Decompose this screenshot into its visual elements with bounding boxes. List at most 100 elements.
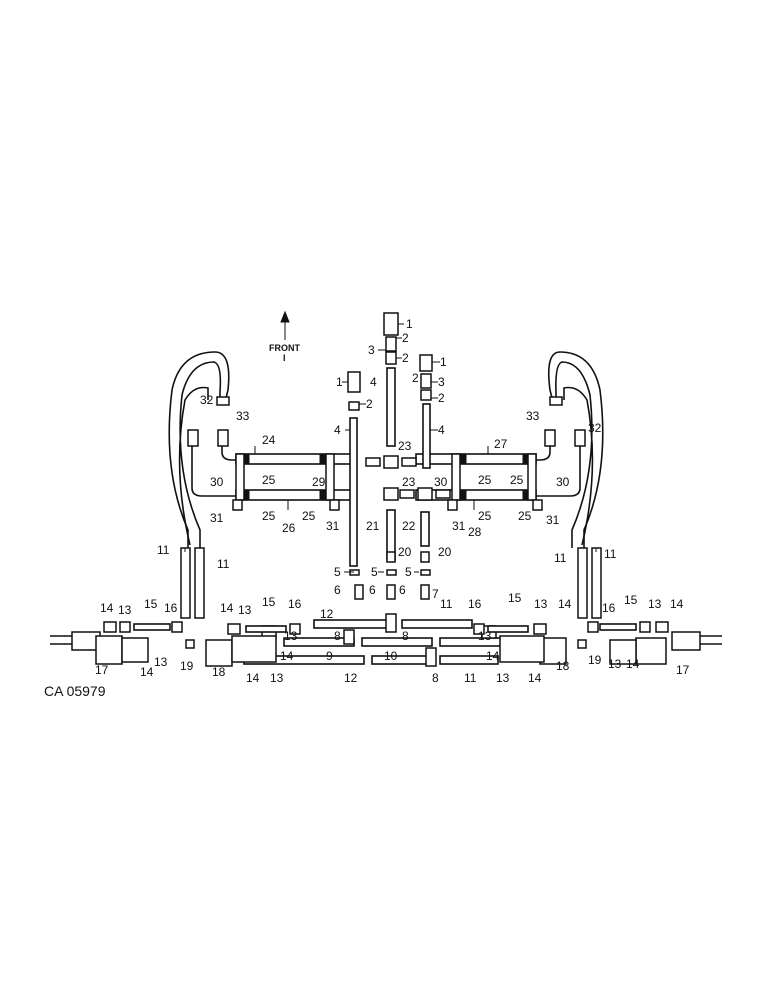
callout-2: 2 [438,391,445,405]
callout-1: 1 [336,375,343,389]
callout-27: 27 [494,437,508,451]
callout-31: 31 [326,519,340,533]
callout-13: 13 [534,597,548,611]
callout-5: 5 [405,565,412,579]
callout-9: 9 [326,649,333,663]
callout-17: 17 [676,663,690,677]
callout-6: 6 [334,583,341,597]
callout-15: 15 [144,597,158,611]
callout-20: 20 [438,545,452,559]
callout-32: 32 [588,421,602,435]
callout-11: 11 [440,597,453,611]
callout-13: 13 [608,657,622,671]
callout-14: 14 [246,671,260,685]
callout-13: 13 [478,629,492,643]
callout-1: 1 [406,317,413,331]
callout-24: 24 [262,433,276,447]
callout-31: 31 [452,519,466,533]
callout-5: 5 [371,565,378,579]
callout-2: 2 [402,351,409,365]
left-hose-assembly [168,351,230,619]
callout-16: 16 [288,597,302,611]
callout-13: 13 [284,629,298,643]
callout-19: 19 [588,653,602,667]
callout-13: 13 [118,603,132,617]
callout-15: 15 [624,593,638,607]
callout-17: 17 [95,663,109,677]
callout-14: 14 [140,665,154,679]
callout-23: 23 [398,439,412,453]
callout-29: 29 [312,475,326,489]
callout-3: 3 [438,375,445,389]
callout-11: 11 [464,671,477,685]
callout-20: 20 [398,545,412,559]
callout-18: 18 [556,659,570,673]
callout-25: 25 [510,473,524,487]
callout-13: 13 [496,671,510,685]
callout-14: 14 [528,671,542,685]
callout-16: 16 [602,601,616,615]
callout-23: 23 [402,475,416,489]
figure-code: CA 05979 [44,683,106,699]
callout-16: 16 [164,601,178,615]
callout-12: 12 [320,607,334,621]
callout-14: 14 [220,601,234,615]
callout-11: 11 [604,547,617,561]
callout-2: 2 [366,397,373,411]
callout-3: 3 [368,343,375,357]
callout-33: 33 [236,409,250,423]
callout-30: 30 [434,475,448,489]
left-cylinder-group [50,621,301,667]
callout-14: 14 [486,649,500,663]
callout-28: 28 [468,525,482,539]
front-indicator: FRONT I [269,310,300,363]
callout-25: 25 [302,509,316,523]
callout-11: 11 [554,551,567,565]
callout-19: 19 [180,659,194,673]
callout-6: 6 [369,583,376,597]
callout-5: 5 [334,565,341,579]
callout-15: 15 [508,591,522,605]
callout-2: 2 [402,331,409,345]
callout-25: 25 [262,473,276,487]
callout-31: 31 [210,511,224,525]
callout-14: 14 [670,597,684,611]
callout-21: 21 [366,519,380,533]
callout-14: 14 [558,597,572,611]
callout-32: 32 [200,393,214,407]
callout-14: 14 [280,649,294,663]
callout-13: 13 [270,671,284,685]
callout-16: 16 [468,597,482,611]
callout-7: 7 [432,587,439,601]
callout-leaders [184,323,597,573]
callout-13: 13 [238,603,252,617]
callout-12: 12 [344,671,358,685]
callout-8: 8 [402,629,409,643]
left-manifold [187,429,357,511]
callout-25: 25 [518,509,532,523]
callout-11: 11 [157,543,170,557]
center-assembly [347,312,451,600]
callout-8: 8 [334,629,341,643]
right-cylinder-group [473,621,722,665]
callout-11: 11 [217,557,230,571]
front-mark: I [283,353,286,363]
callout-33: 33 [526,409,540,423]
callout-22: 22 [402,519,416,533]
callout-4: 4 [370,375,377,389]
callout-25: 25 [478,509,492,523]
callout-14: 14 [626,657,640,671]
callout-26: 26 [282,521,296,535]
callout-8: 8 [432,671,439,685]
callout-4: 4 [438,423,445,437]
callout-30: 30 [556,475,570,489]
front-label: FRONT [269,343,300,353]
callout-25: 25 [262,509,276,523]
callout-6: 6 [399,583,406,597]
callout-4: 4 [334,423,341,437]
callout-15: 15 [262,595,276,609]
callout-10: 10 [384,649,398,663]
callout-31: 31 [546,513,560,527]
callout-25: 25 [478,473,492,487]
